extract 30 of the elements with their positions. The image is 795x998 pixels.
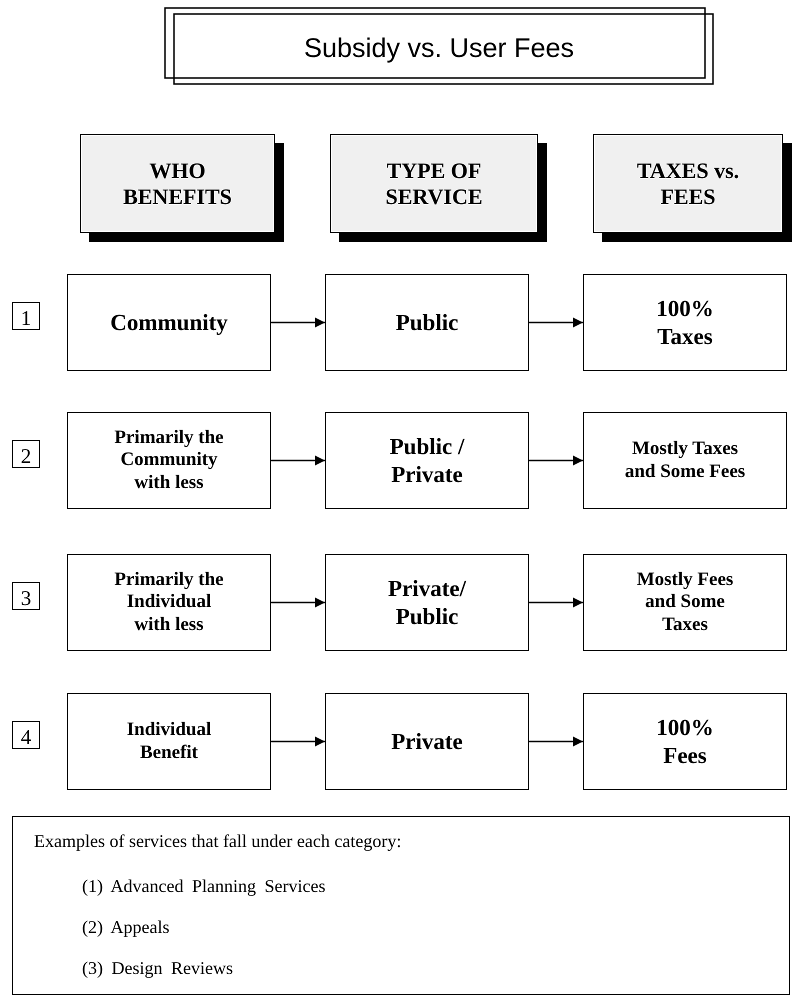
process-box: Community (67, 274, 271, 371)
arrow (529, 318, 583, 328)
process-box: Private/ Public (325, 554, 529, 651)
process-box: Primarily the Individual with less (67, 554, 271, 651)
row-number: 4 (12, 721, 40, 749)
row-number: 2 (12, 440, 40, 468)
list-item: (2) Appeals (82, 917, 170, 938)
title: Subsidy vs. User Fees (302, 32, 576, 65)
arrow (271, 598, 325, 608)
arrow (271, 456, 325, 466)
note-heading: Examples of services that fall under each category: (34, 831, 402, 852)
row-number: 1 (12, 302, 40, 330)
arrow (271, 736, 325, 746)
process-box: Public / Private (325, 412, 529, 509)
process-box: 100% Fees (583, 693, 787, 790)
process-box: Mostly Fees and Some Taxes (583, 554, 787, 651)
process-box: Public (325, 274, 529, 371)
process-box: Mostly Taxes and Some Fees (583, 412, 787, 509)
arrow (529, 736, 583, 746)
row-number: 3 (12, 582, 40, 610)
process-box: Individual Benefit (67, 693, 271, 790)
process-box: Primarily the Community with less (67, 412, 271, 509)
list-item: (3) Design Reviews (82, 958, 233, 979)
list-item: (1) Advanced Planning Services (82, 876, 326, 897)
arrow (271, 318, 325, 328)
arrow (529, 598, 583, 608)
arrow (529, 456, 583, 466)
process-box: Private (325, 693, 529, 790)
process-box: 100% Taxes (583, 274, 787, 371)
note-box (12, 816, 790, 995)
